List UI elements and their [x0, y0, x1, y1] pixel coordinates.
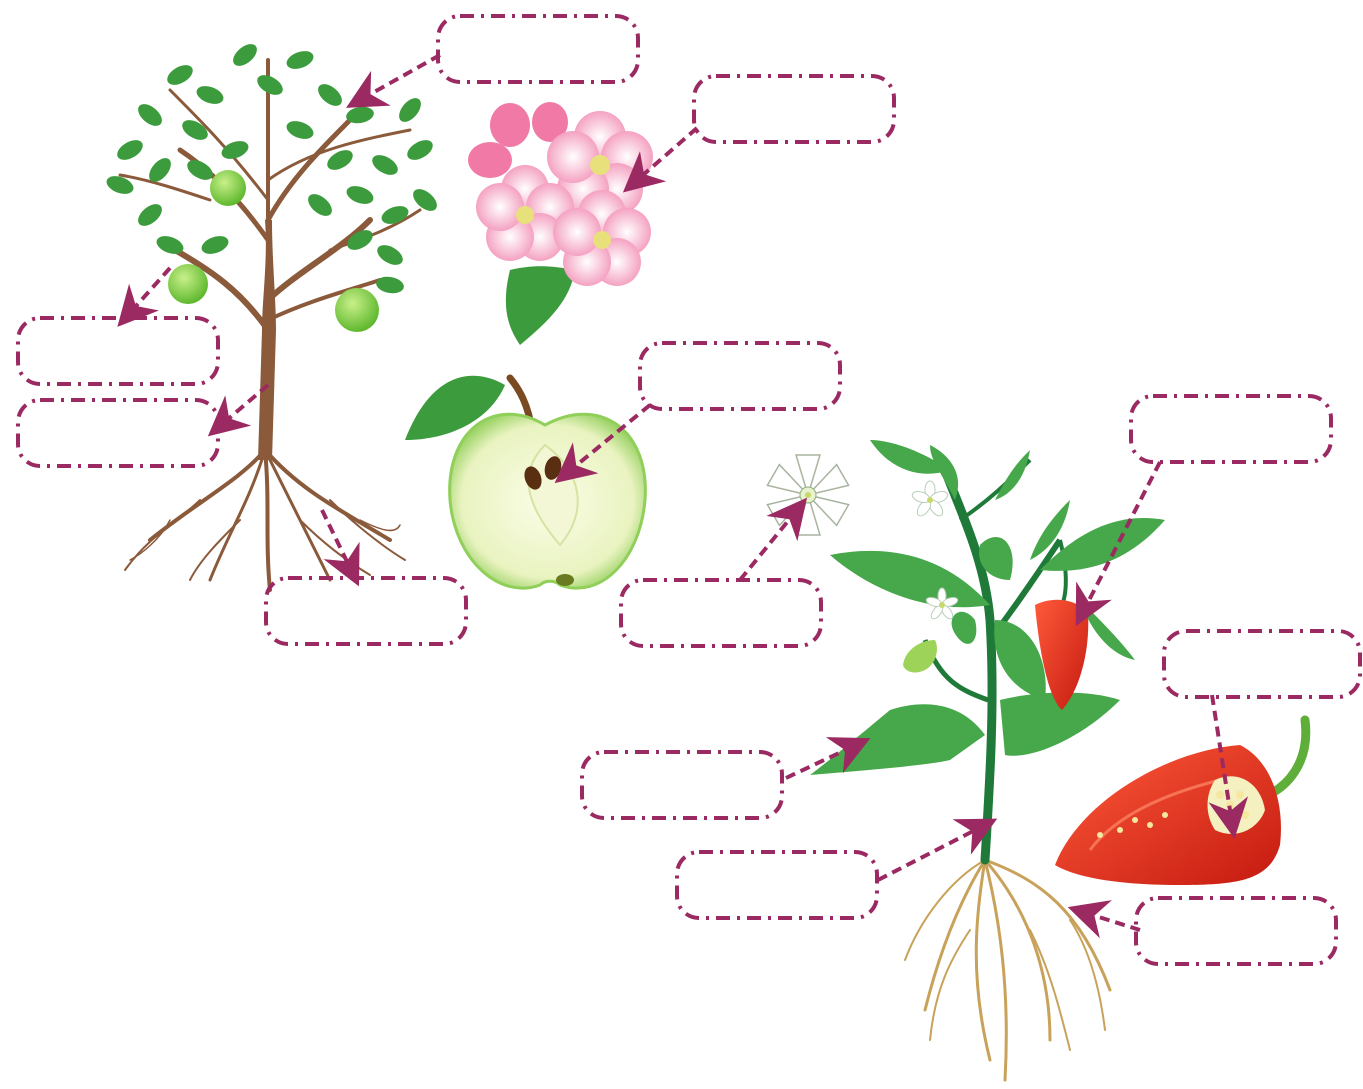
apple-tree-trunk [258, 220, 276, 460]
cut-pepper [1055, 720, 1306, 885]
label-box-apple-seed[interactable] [640, 343, 840, 409]
label-box-apple-tree-root[interactable] [266, 578, 466, 644]
pepper-roots [905, 860, 1110, 1080]
apple-tree [104, 40, 441, 590]
apple-blossom-cluster [468, 102, 653, 345]
arrow [360, 55, 440, 100]
apple-fruit [210, 170, 246, 206]
half-apple [405, 376, 645, 588]
pointer-arrows [128, 55, 1232, 930]
label-box-apple-tree-leaf[interactable] [438, 16, 638, 82]
apple-fruit [335, 288, 379, 332]
label-box-apple-blossom[interactable] [694, 76, 894, 142]
blossom-leaf [506, 266, 575, 345]
green-pepper-bud [903, 640, 937, 672]
pepper-large-flower [767, 455, 848, 535]
label-box-apple-tree-fruit[interactable] [18, 318, 218, 384]
arrow [128, 268, 170, 315]
label-box-pepper-leaf[interactable] [582, 752, 782, 818]
apple-tree-roots [125, 450, 405, 590]
arrow [322, 510, 352, 572]
label-box-pepper-root[interactable] [1136, 898, 1336, 964]
pepper-plant [767, 440, 1305, 1080]
label-box-pepper-flower[interactable] [621, 580, 821, 646]
pepper-small-flower [911, 481, 949, 518]
label-box-pepper-fruit[interactable] [1131, 396, 1331, 462]
half-apple-bottom [556, 574, 574, 586]
apple-fruit [168, 264, 208, 304]
pepper-stem [945, 470, 992, 860]
label-box-pepper-stem[interactable] [677, 852, 877, 918]
label-box-pepper-seed[interactable] [1164, 631, 1360, 697]
arrow [740, 510, 797, 580]
label-box-apple-tree-trunk[interactable] [18, 400, 218, 466]
arrow [1083, 912, 1140, 930]
